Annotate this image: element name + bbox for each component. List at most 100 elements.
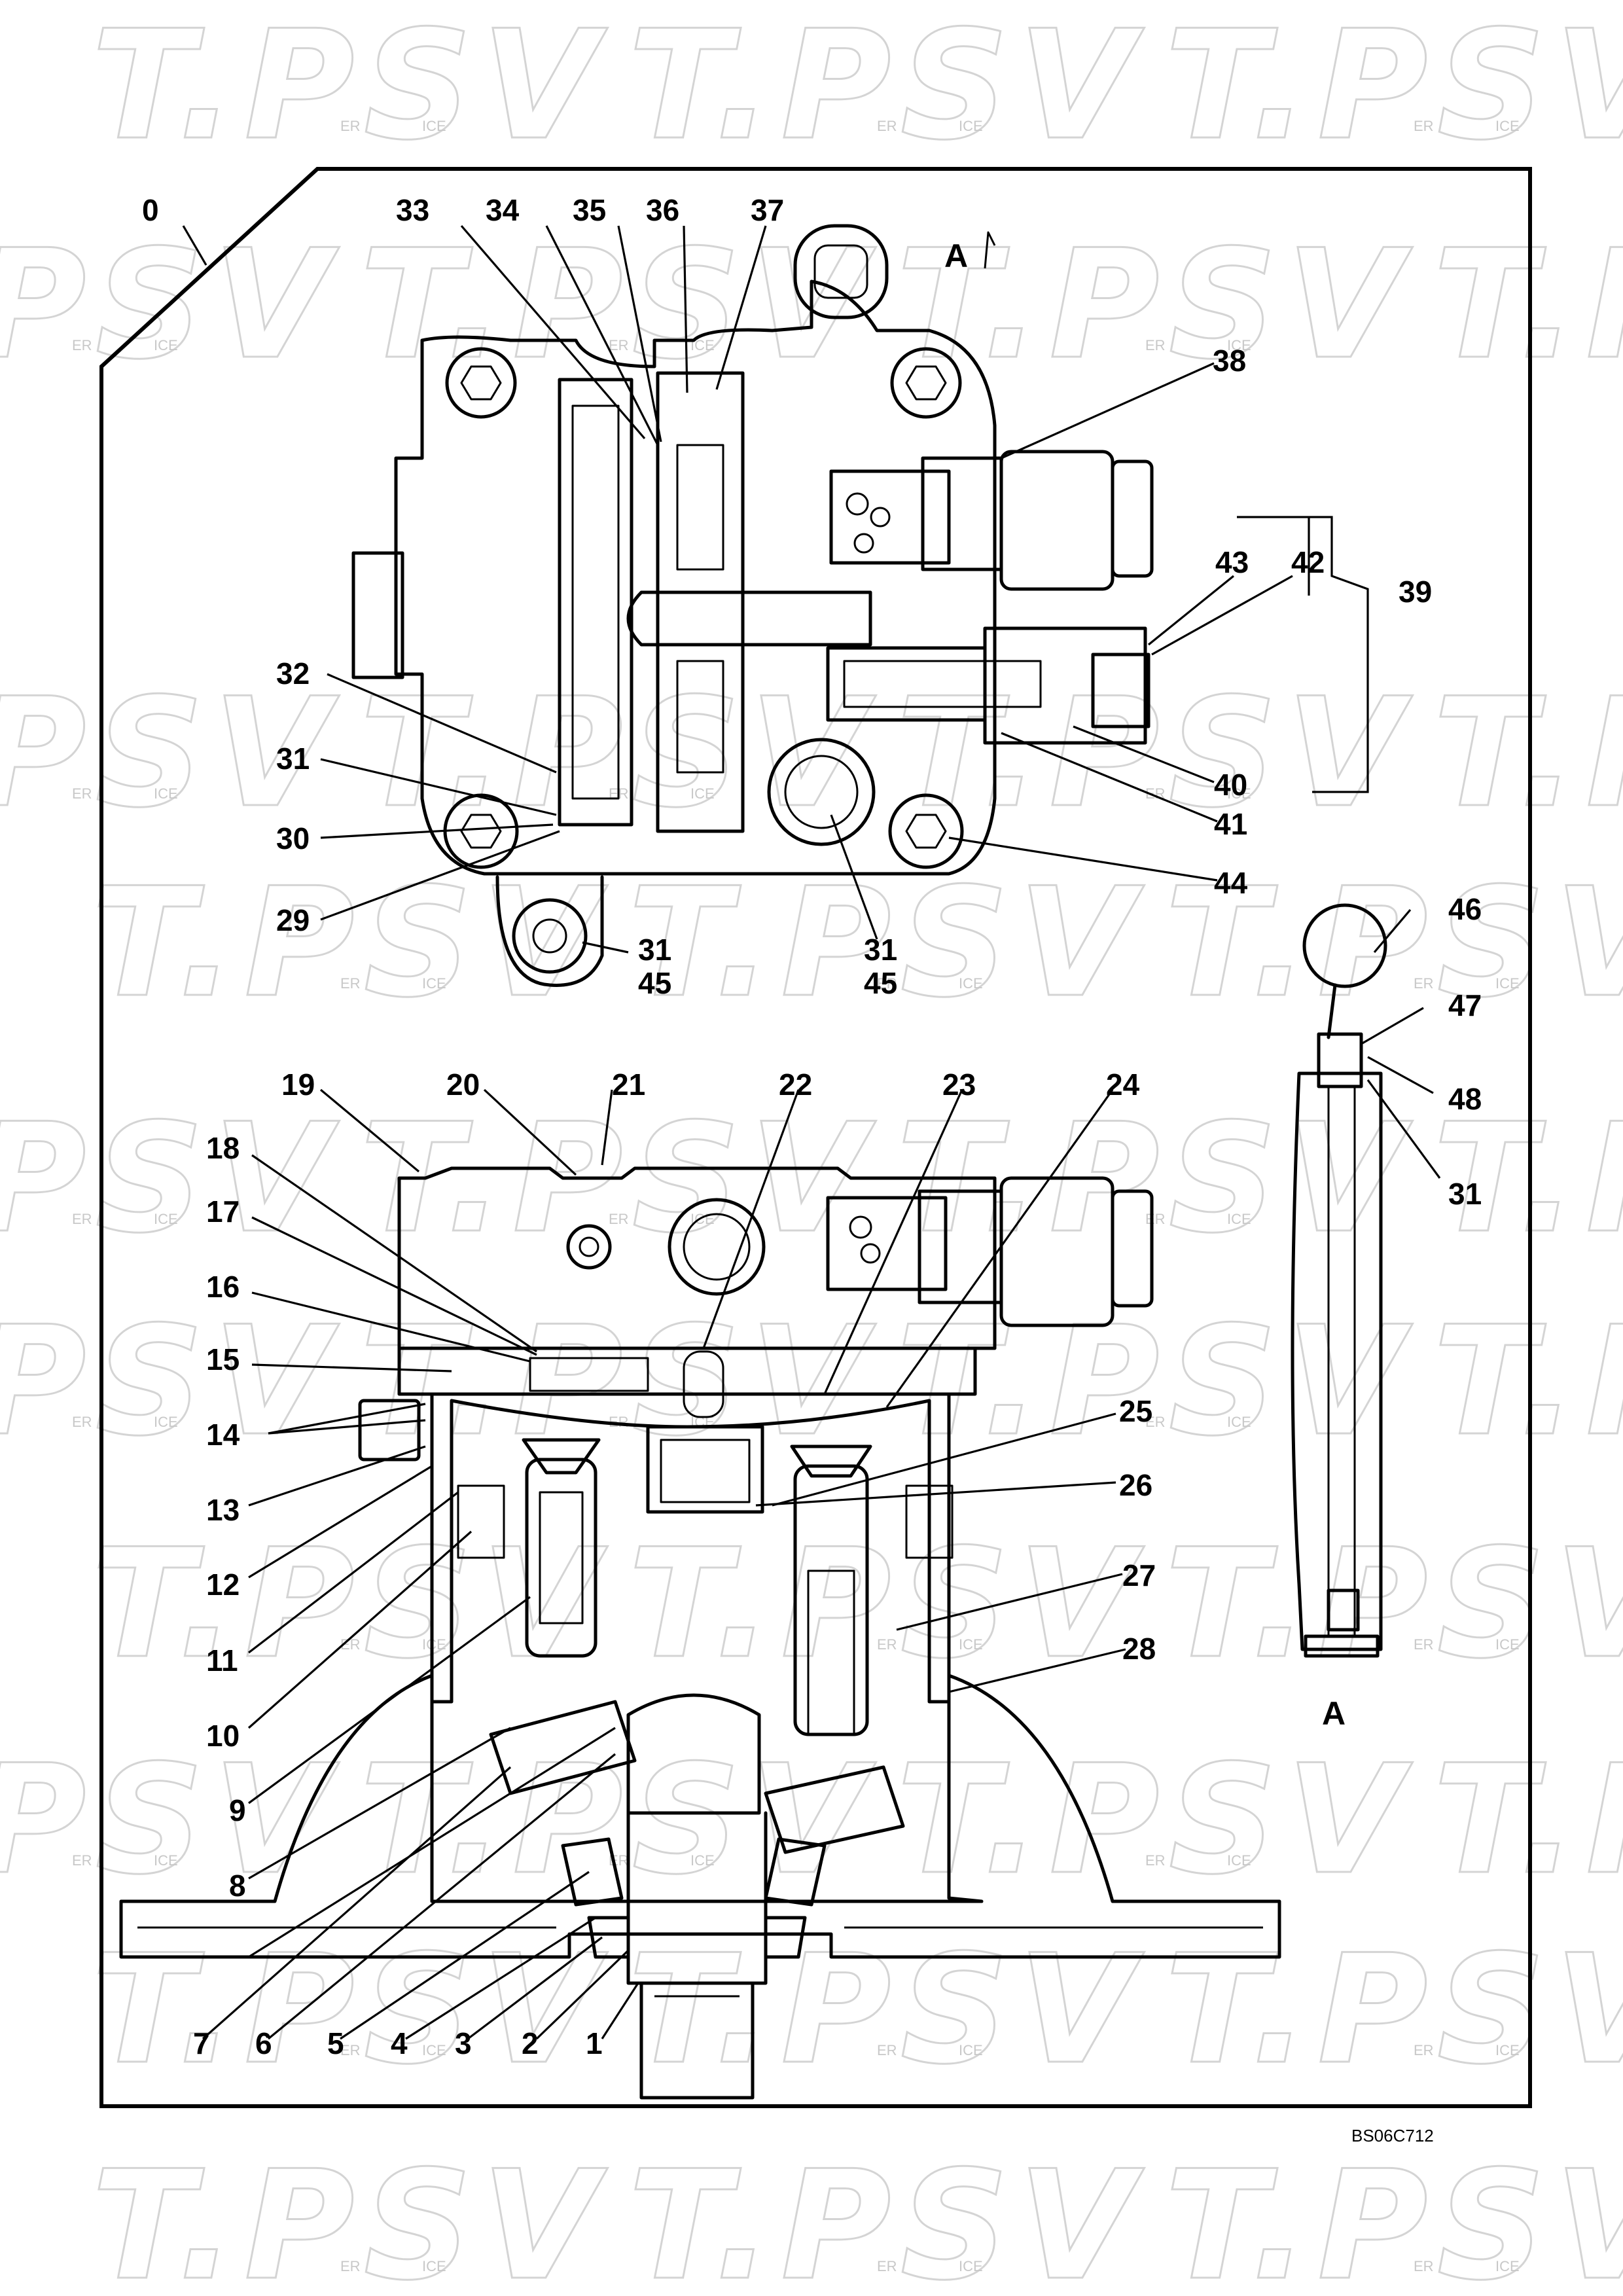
callout-36: 36 bbox=[646, 193, 679, 227]
watermark-sub-left: ER bbox=[609, 337, 629, 353]
watermark-sub-left: ER bbox=[72, 1852, 92, 1869]
watermark-sub-left: ER bbox=[340, 2258, 361, 2274]
watermark-sub-right: ICE bbox=[959, 2042, 983, 2058]
watermark-text: T.PSV bbox=[1165, 1923, 1623, 2098]
watermark-sub-right: ICE bbox=[1227, 1211, 1251, 1227]
callout-33: 33 bbox=[396, 193, 429, 227]
watermark-text: T.PSV bbox=[1433, 1733, 1623, 1908]
watermark-text: T.PSV bbox=[360, 1733, 876, 1908]
watermark-sub-right: ICE bbox=[690, 1211, 715, 1227]
callout-23: 23 bbox=[942, 1067, 976, 1102]
watermark-sub-right: ICE bbox=[154, 1414, 178, 1430]
watermark-sub-right: ICE bbox=[1495, 1636, 1520, 1653]
watermark-text: T.PSV bbox=[897, 1295, 1413, 1469]
watermark-sub-left: ER bbox=[340, 118, 361, 134]
watermark-sub-right: ICE bbox=[690, 1852, 715, 1869]
watermark-text: T.PSV bbox=[0, 1295, 340, 1469]
callout-46: 46 bbox=[1448, 892, 1482, 926]
callout-32: 32 bbox=[276, 656, 310, 691]
callout-45-a: 45 bbox=[638, 966, 671, 1000]
watermark-sub-left: ER bbox=[340, 975, 361, 992]
callout-7: 7 bbox=[193, 2026, 210, 2060]
watermark-sub-left: ER bbox=[877, 1636, 897, 1653]
callout-45-b: 45 bbox=[864, 966, 897, 1000]
drawing-reference: BS06C712 bbox=[1351, 2126, 1434, 2145]
watermark-sub-right: ICE bbox=[959, 1636, 983, 1653]
watermark-sub-left: ER bbox=[877, 975, 897, 992]
swing-motor-section-view bbox=[119, 1166, 1281, 2100]
drawing-frame bbox=[99, 167, 1532, 2108]
callout-34: 34 bbox=[486, 193, 520, 227]
watermark-sub-left: ER bbox=[877, 2258, 897, 2274]
view-label-a: A bbox=[1322, 1695, 1346, 1732]
watermark-sub-left: ER bbox=[72, 337, 92, 353]
watermark-text: T.PSV bbox=[1433, 1295, 1623, 1469]
watermark-text: T.PSV bbox=[628, 2139, 1145, 2296]
callout-30: 30 bbox=[276, 821, 310, 855]
watermark-sub-right: ICE bbox=[422, 1636, 446, 1653]
watermark-sub-right: ICE bbox=[422, 118, 446, 134]
callout-13: 13 bbox=[206, 1493, 240, 1527]
callout-43: 43 bbox=[1215, 545, 1249, 579]
callout-14: 14 bbox=[206, 1418, 240, 1452]
watermark-sub-right: ICE bbox=[422, 975, 446, 992]
watermark-sub-right: ICE bbox=[1495, 975, 1520, 992]
watermark-sub-right: ICE bbox=[154, 785, 178, 802]
callout-0: 0 bbox=[142, 193, 159, 227]
callout-3: 3 bbox=[455, 2026, 472, 2060]
callout-28: 28 bbox=[1122, 1632, 1156, 1666]
watermark-sub-left: ER bbox=[1145, 1211, 1166, 1227]
watermark-sub-left: ER bbox=[877, 118, 897, 134]
watermark-sub-right: ICE bbox=[1495, 2258, 1520, 2274]
callout-10: 10 bbox=[206, 1719, 240, 1753]
callout-26: 26 bbox=[1119, 1468, 1152, 1502]
callout-35: 35 bbox=[573, 193, 606, 227]
callout-41: 41 bbox=[1214, 807, 1247, 841]
callout-6: 6 bbox=[255, 2026, 272, 2060]
callout-9: 9 bbox=[229, 1793, 246, 1827]
watermark-sub-right: ICE bbox=[1227, 1414, 1251, 1430]
callout-31-b: 31 bbox=[864, 933, 897, 967]
watermark-text: T.PSV bbox=[0, 1733, 340, 1908]
callout-31: 31 bbox=[276, 742, 310, 776]
watermark-text: T.PSV bbox=[1433, 1092, 1623, 1266]
watermark-text: T.PSV bbox=[1433, 666, 1623, 841]
watermark-text: T.PSV bbox=[360, 1295, 876, 1469]
callout-1: 1 bbox=[586, 2026, 603, 2060]
watermark-text: T.PSV bbox=[1165, 2139, 1623, 2296]
callout-15: 15 bbox=[206, 1342, 240, 1376]
watermark-text: T.PSV bbox=[0, 1092, 340, 1266]
watermark-sub-right: ICE bbox=[1227, 1852, 1251, 1869]
watermark-sub-right: ICE bbox=[1227, 785, 1251, 802]
watermark-sub-left: ER bbox=[1145, 337, 1166, 353]
callout-25: 25 bbox=[1119, 1394, 1152, 1428]
callout-5: 5 bbox=[327, 2026, 344, 2060]
callout-20: 20 bbox=[446, 1067, 480, 1102]
watermark-sub-right: ICE bbox=[422, 2042, 446, 2058]
watermark-sub-right: ICE bbox=[1227, 337, 1251, 353]
callout-37: 37 bbox=[751, 193, 784, 227]
watermark-text: T.PSV bbox=[92, 1517, 608, 1692]
leader-lines bbox=[182, 224, 1441, 2040]
watermark-sub-left: ER bbox=[609, 1211, 629, 1227]
callout-18: 18 bbox=[206, 1131, 240, 1165]
watermark-sub-left: ER bbox=[1414, 975, 1434, 992]
watermark-text: T.PSV bbox=[1165, 1517, 1623, 1692]
callout-8: 8 bbox=[229, 1869, 246, 1903]
callout-11: 11 bbox=[206, 1643, 238, 1677]
watermark-sub-right: ICE bbox=[690, 785, 715, 802]
callout-38: 38 bbox=[1213, 344, 1246, 378]
callout-2: 2 bbox=[522, 2026, 539, 2060]
valve-block-top-view bbox=[351, 224, 1154, 987]
callout-21: 21 bbox=[612, 1067, 645, 1102]
callout-42: 42 bbox=[1291, 545, 1325, 579]
watermark-sub-left: ER bbox=[72, 785, 92, 802]
watermark-text: T.PSV bbox=[897, 218, 1413, 393]
watermark-text: T.PSV bbox=[92, 0, 608, 173]
callout-24: 24 bbox=[1106, 1067, 1140, 1102]
watermark-sub-left: ER bbox=[72, 1414, 92, 1430]
watermark-sub-left: ER bbox=[1145, 1414, 1166, 1430]
watermark-sub-left: ER bbox=[877, 2042, 897, 2058]
watermark-sub-right: ICE bbox=[959, 2258, 983, 2274]
